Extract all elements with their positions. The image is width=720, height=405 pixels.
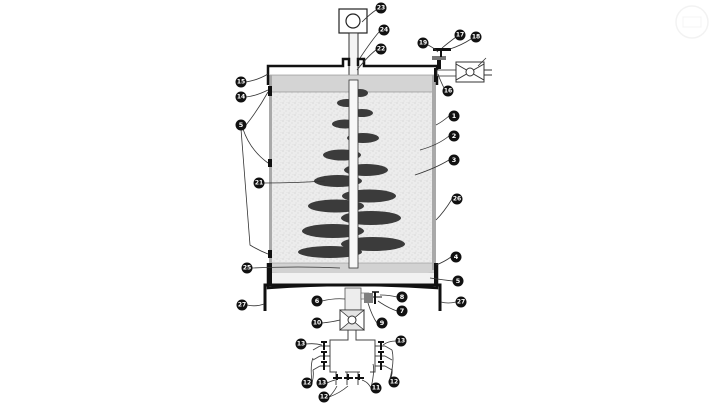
callout-18: 18: [470, 31, 482, 43]
svg-text:25: 25: [243, 265, 251, 272]
callout-5-right: 5: [452, 275, 464, 287]
svg-text:26: 26: [453, 196, 461, 203]
support-legs: [263, 283, 442, 311]
svg-text:5: 5: [239, 121, 244, 129]
callout-2: 2: [448, 130, 460, 142]
svg-text:18: 18: [472, 34, 480, 41]
svg-text:12: 12: [390, 379, 398, 386]
callout-21: 21: [253, 177, 265, 189]
callout-14: 14: [235, 91, 247, 103]
svg-text:27: 27: [457, 299, 465, 306]
callout-13-left: 13: [295, 338, 307, 350]
callout-labels: 23 24 22 19 17 18 16 15 14 5 1 2 3 21 26…: [235, 2, 482, 403]
svg-text:6: 6: [315, 297, 320, 305]
svg-text:21: 21: [255, 180, 263, 187]
svg-text:17: 17: [456, 32, 464, 39]
svg-text:24: 24: [380, 27, 388, 34]
svg-text:3: 3: [452, 156, 457, 164]
callout-13-bottom: 13: [316, 377, 328, 389]
callout-11: 11: [370, 382, 382, 394]
shaft-overlay: [348, 79, 359, 269]
svg-text:9: 9: [380, 319, 385, 327]
svg-text:2: 2: [452, 132, 457, 140]
watermark-logo-icon: [675, 5, 709, 39]
callout-8: 8: [396, 291, 408, 303]
callout-10: 10: [311, 317, 323, 329]
svg-text:19: 19: [419, 40, 427, 47]
svg-text:1: 1: [452, 112, 457, 120]
callout-9: 9: [376, 317, 388, 329]
top-valve-assembly: [432, 48, 492, 83]
svg-text:4: 4: [454, 253, 459, 261]
callout-25: 25: [241, 262, 253, 274]
callout-12-left: 12: [301, 377, 313, 389]
callout-26: 26: [451, 193, 463, 205]
svg-text:13: 13: [318, 380, 326, 387]
callout-27-left: 27: [236, 299, 248, 311]
svg-text:27: 27: [238, 302, 246, 309]
callout-12-bottom: 12: [318, 391, 330, 403]
callout-23: 23: [375, 2, 387, 14]
callout-22: 22: [375, 43, 387, 55]
callout-15: 15: [235, 76, 247, 88]
callout-17: 17: [454, 29, 466, 41]
callout-4: 4: [450, 251, 462, 263]
svg-text:12: 12: [320, 394, 328, 401]
bottom-outlet: [338, 287, 382, 331]
callout-3: 3: [448, 154, 460, 166]
svg-text:10: 10: [313, 320, 321, 327]
callout-12-right: 12: [388, 376, 400, 388]
svg-text:12: 12: [303, 380, 311, 387]
svg-text:8: 8: [400, 293, 405, 301]
svg-text:5: 5: [456, 277, 461, 285]
svg-text:11: 11: [372, 385, 380, 392]
callout-27-right: 27: [455, 296, 467, 308]
svg-text:13: 13: [397, 338, 405, 345]
callout-1: 1: [448, 110, 460, 122]
svg-text:15: 15: [237, 79, 245, 86]
callout-7: 7: [396, 305, 408, 317]
manifold-valves: [321, 341, 384, 380]
svg-text:22: 22: [377, 46, 385, 53]
svg-text:16: 16: [444, 88, 452, 95]
callout-13-right: 13: [395, 335, 407, 347]
svg-text:7: 7: [400, 307, 405, 315]
svg-text:23: 23: [377, 5, 385, 12]
svg-text:14: 14: [237, 94, 245, 101]
callout-24: 24: [378, 24, 390, 36]
callout-19: 19: [417, 37, 429, 49]
callout-6: 6: [311, 295, 323, 307]
callout-5-left: 5: [235, 119, 247, 131]
svg-text:13: 13: [297, 341, 305, 348]
drive-motor: [338, 8, 368, 34]
callout-16: 16: [442, 85, 454, 97]
